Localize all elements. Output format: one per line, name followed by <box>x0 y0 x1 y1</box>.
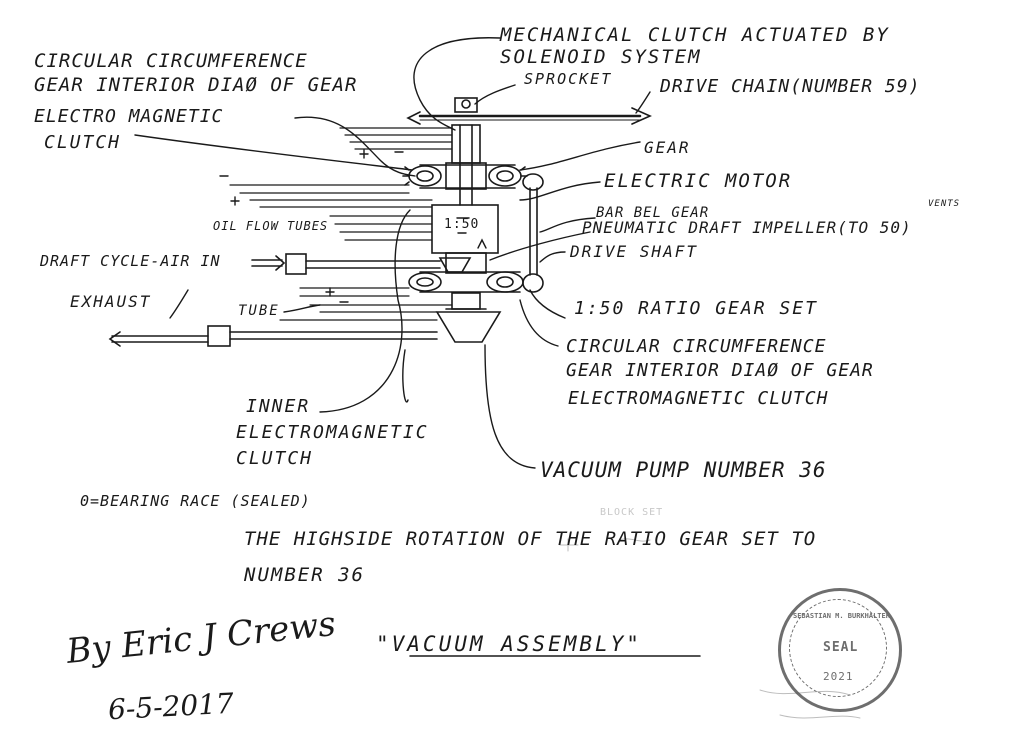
lower-gear-set <box>408 257 544 293</box>
faint-stamp-text: BLOCK SET <box>600 507 664 518</box>
label-exhaust: EXHAUST <box>70 292 152 311</box>
label-gear: GEAR <box>644 138 691 157</box>
label-mech-clutch-1: MECHANICAL CLUTCH ACTUATED BY <box>500 24 890 46</box>
polarity-marks <box>219 149 487 303</box>
sprocket-shape <box>454 97 478 113</box>
label-drive-shaft: DRIVE SHAFT <box>570 242 698 261</box>
label-electric-motor: ELECTRIC MOTOR <box>604 170 793 192</box>
stamp-text-bottom: 2021 <box>823 670 854 683</box>
notary-stamp: SEBASTIAN M. BURKHALTER SEAL 2021 <box>778 588 902 712</box>
exhaust-duct <box>108 325 438 347</box>
leader-lines <box>134 37 651 469</box>
signature-date: 6-5-2017 <box>107 686 235 727</box>
label-inner-em-1: INNER <box>246 396 311 417</box>
label-bearing-race: 0=BEARING RACE (SEALED) <box>80 492 311 510</box>
label-vents: VENTS <box>928 199 961 209</box>
label-drive-chain: DRIVE CHAIN(NUMBER 59) <box>660 76 921 97</box>
stamp-text-mid: SEAL <box>823 640 859 655</box>
label-inner-em-3: CLUTCH <box>236 448 314 469</box>
label-circ-gear-top-2: GEAR INTERIOR DIAØ OF GEAR <box>34 74 358 96</box>
label-highside-1: THE HIGHSIDE ROTATION OF THE RATIO GEAR … <box>244 528 817 550</box>
air-in-duct <box>251 253 441 275</box>
vacuum-pump-shape <box>435 308 502 343</box>
upper-gear-set <box>402 164 544 191</box>
label-inner-em-2: ELECTROMAGNETIC <box>236 422 429 443</box>
label-draft-cycle: DRAFT CYCLE-AIR IN <box>40 252 221 270</box>
label-circ-gear-bottom-3: ELECTROMAGNETIC CLUTCH <box>568 388 829 409</box>
drive-chain-shaft <box>406 107 652 125</box>
label-circ-gear-bottom-2: GEAR INTERIOR DIAØ OF GEAR <box>566 360 874 381</box>
label-highside-2: NUMBER 36 <box>244 564 365 586</box>
label-mech-clutch-2: SOLENOID SYSTEM <box>500 46 702 68</box>
label-tube: TUBE <box>238 303 280 319</box>
drive-shaft <box>529 187 538 276</box>
label-vacuum-pump: VACUUM PUMP NUMBER 36 <box>540 458 827 482</box>
label-oil-flow-tubes: OIL FLOW TUBES <box>213 219 329 233</box>
label-ratio-gear-set: 1:50 RATIO GEAR SET <box>574 298 818 319</box>
oil-flow-lines <box>229 127 453 321</box>
diagram-title: "VACUUM ASSEMBLY" <box>376 632 642 656</box>
label-sprocket: SPROCKET <box>524 70 613 88</box>
label-barbel-gear: BAR BEL GEAR <box>596 205 710 221</box>
label-impeller: PNEUMATIC DRAFT IMPELLER(TO 50) <box>582 218 912 237</box>
label-em-clutch-top-2: CLUTCH <box>44 132 122 153</box>
label-em-clutch-top-1: ELECTRO MAGNETIC <box>34 106 224 127</box>
label-ratio-box: 1:50 <box>444 217 480 232</box>
label-circ-gear-top-1: CIRCULAR CIRCUMFERENCE <box>34 50 308 72</box>
stamp-text-top: SEBASTIAN M. BURKHALTER <box>793 612 890 620</box>
label-circ-gear-bottom-1: CIRCULAR CIRCUMFERENCE <box>566 336 827 357</box>
